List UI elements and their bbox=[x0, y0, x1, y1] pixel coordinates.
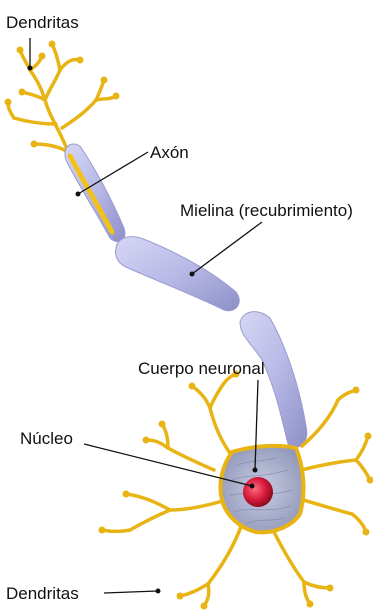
label-dendritas-bottom: Dendritas bbox=[6, 584, 79, 603]
myelin-sheath bbox=[65, 144, 307, 447]
label-mielina: Mielina (recubrimiento) bbox=[180, 201, 353, 220]
label-nucleo: Núcleo bbox=[20, 429, 73, 448]
nucleus bbox=[243, 477, 273, 507]
label-axon: Axón bbox=[150, 143, 189, 162]
label-dendritas-top: Dendritas bbox=[6, 13, 79, 32]
label-cuerpo-neuronal: Cuerpo neuronal bbox=[138, 359, 265, 378]
top-dendrites bbox=[8, 44, 116, 152]
myelin-segment-3 bbox=[240, 312, 307, 448]
myelin-segment-2 bbox=[116, 237, 240, 311]
